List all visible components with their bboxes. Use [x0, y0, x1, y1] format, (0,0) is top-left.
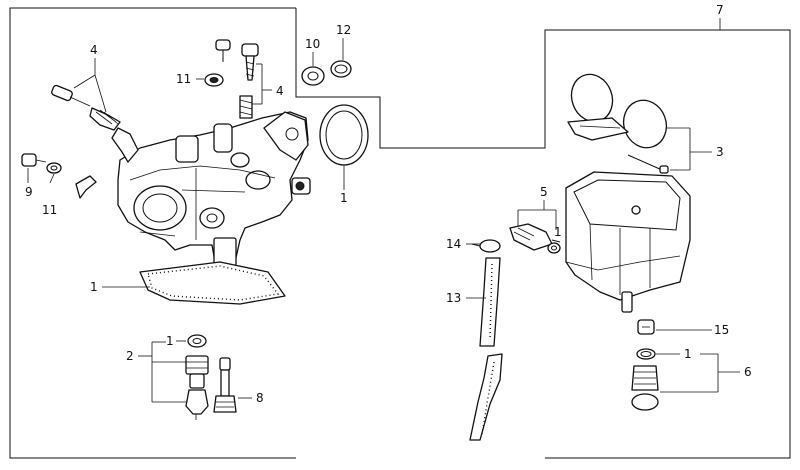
callout-14: 14 [446, 237, 461, 251]
needle-jet [185, 389, 209, 420]
throttle-stop-screw [241, 43, 259, 81]
callout-8: 8 [256, 391, 264, 405]
washer-11-left [46, 162, 62, 174]
washer-valve [547, 242, 561, 254]
drain-plug [631, 365, 659, 411]
washer-jet [187, 334, 207, 348]
washer-11-center [204, 73, 224, 87]
throttle-clip [75, 175, 97, 199]
leader-lines [27, 18, 740, 403]
callout-1-washer: 1 [166, 334, 174, 348]
callout-4-center: 4 [276, 84, 284, 98]
float-pin [627, 154, 669, 174]
nut-10 [301, 66, 325, 86]
callout-11-center: 11 [176, 72, 191, 86]
float [567, 73, 668, 149]
callout-1-ring: 1 [340, 191, 348, 205]
callout-1-drain: 1 [684, 347, 692, 361]
callout-15: 15 [714, 323, 729, 337]
screw-9 [21, 153, 47, 167]
callout-10: 10 [305, 37, 320, 51]
fuel-tube-13 [469, 257, 503, 441]
callout-labels: 4 9 11 11 4 10 12 1 1 1 2 8 7 3 5 1 14 1… [25, 3, 752, 405]
callout-3: 3 [716, 145, 724, 159]
float-chamber-gasket [139, 261, 286, 305]
top-screw-small [215, 39, 231, 62]
callout-9: 9 [25, 185, 33, 199]
callout-12: 12 [336, 23, 351, 37]
clip-12 [330, 60, 352, 78]
slow-jet [213, 357, 237, 413]
callout-5: 5 [540, 185, 548, 199]
hose-clip-14 [471, 239, 501, 253]
callout-13: 13 [446, 291, 461, 305]
throttle-stop-spring [239, 95, 253, 119]
assembly-boundary-left [9, 7, 791, 459]
main-jet-holder [185, 355, 209, 389]
callout-11-left: 11 [42, 203, 57, 217]
callout-1-valve: 1 [554, 225, 562, 239]
screw-15 [637, 319, 655, 335]
carburetor-body [111, 111, 311, 267]
o-ring-center [319, 104, 369, 166]
callout-1-gasket: 1 [90, 280, 98, 294]
float-chamber [565, 171, 691, 313]
callout-2: 2 [126, 349, 134, 363]
callout-7: 7 [716, 3, 724, 17]
callout-6: 6 [744, 365, 752, 379]
washer-drain [636, 348, 656, 360]
pilot-screw-left [51, 84, 121, 131]
callout-4-left: 4 [90, 43, 98, 57]
